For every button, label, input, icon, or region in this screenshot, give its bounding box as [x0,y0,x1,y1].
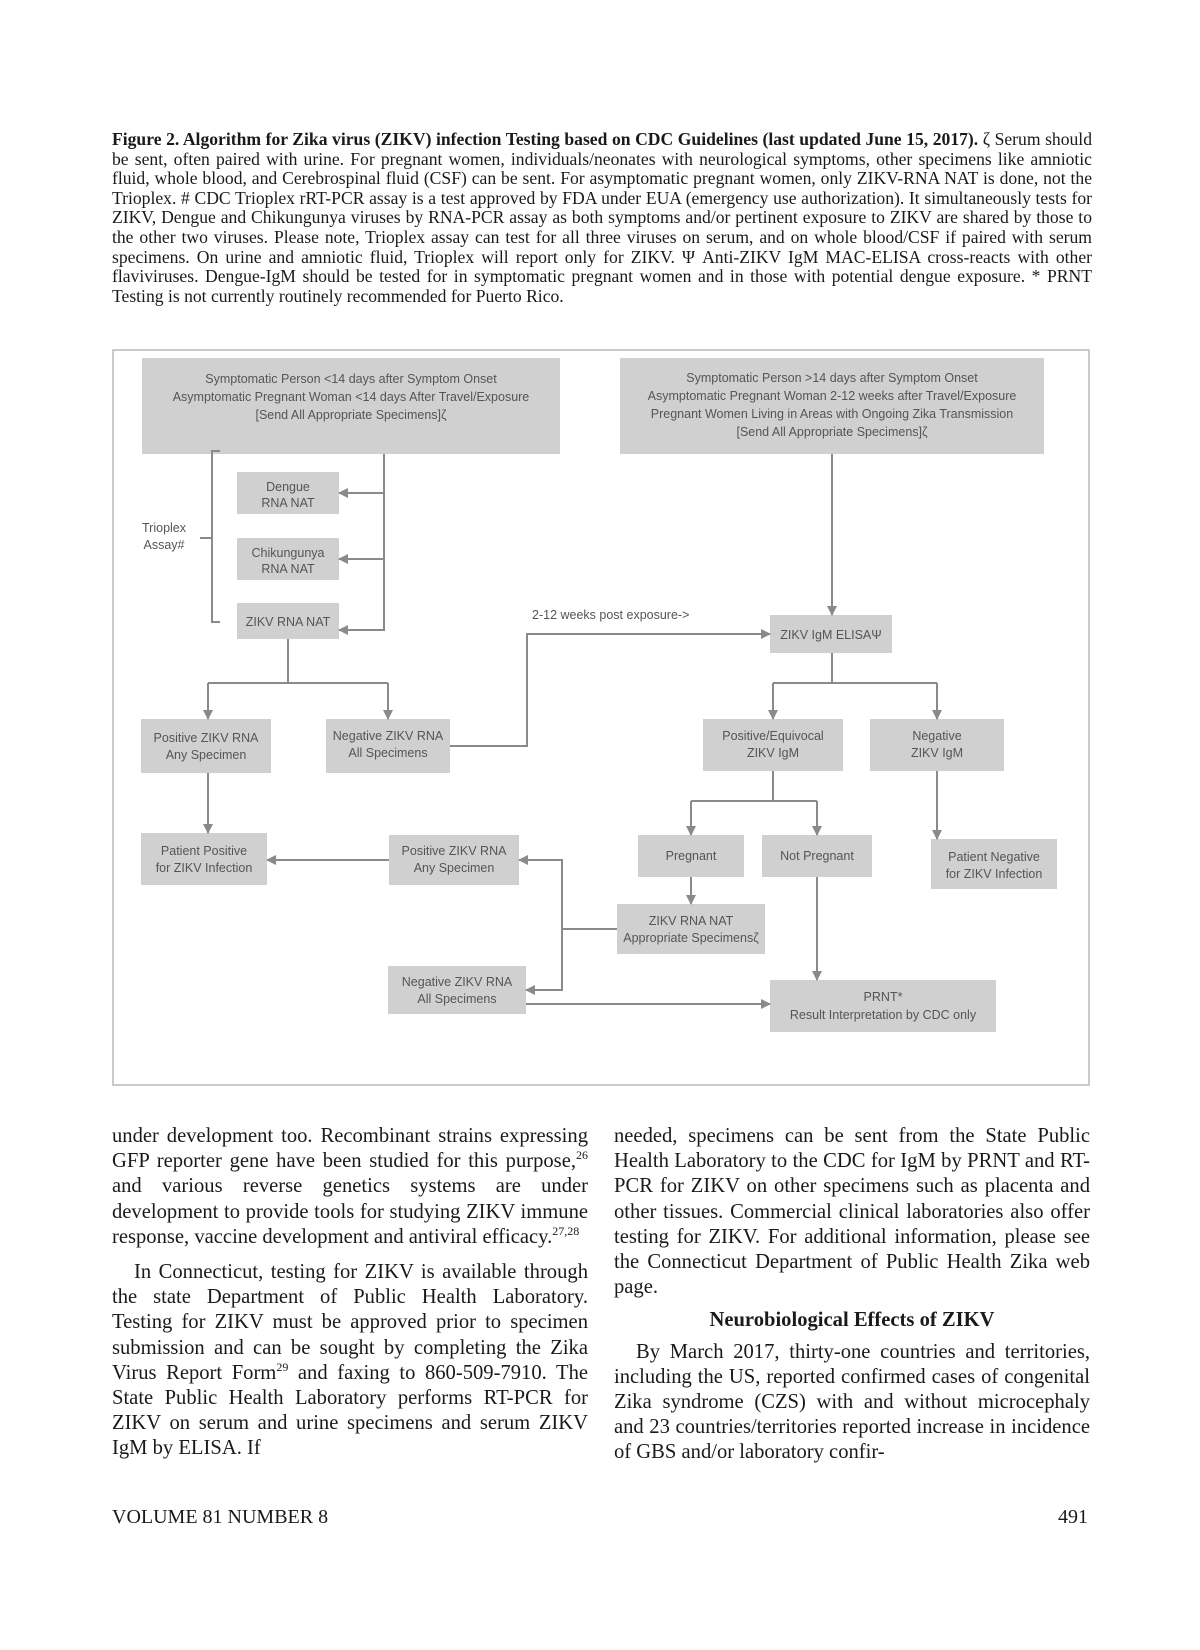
start-left-box [142,358,560,454]
not-pregnant-text: Not Pregnant [780,849,854,863]
section-heading: Neurobiological Effects of ZIKV [709,1309,995,1332]
nat2-box [617,904,765,954]
trioplex-line-1: Trioplex [142,521,187,535]
negative-igm-line-1: Negative [912,729,961,743]
trioplex-line-2: Assay# [144,538,185,552]
ref-26: 26 [576,1148,588,1163]
arrow-to-zikv-nat [338,454,385,635]
ref-29: 29 [276,1359,289,1374]
left-1-text-cont: and various reverse genetics systems are… [112,1175,588,1248]
pregnant-text: Pregnant [666,849,717,863]
left-column: under development too. Recombinant strai… [112,1124,588,1462]
paragraph-right-1: needed, specimens can be sent from the S… [614,1125,1090,1299]
prnt-line-1: PRNT* [864,990,903,1004]
negative-rna-box [326,719,450,773]
negative-rna2-box [388,966,526,1014]
start-left-line-3: [Send All Appropriate Specimens]ζ [255,408,447,422]
start-right-line-4: [Send All Appropriate Specimens]ζ [736,425,928,439]
start-left-line-1: Symptomatic Person <14 days after Sympto… [205,372,497,386]
zikv-nat-text: ZIKV RNA NAT [246,615,331,629]
patient-positive-line-2: for ZIKV Infection [156,861,253,875]
positive-igm-line-2: ZIKV IgM [747,746,799,760]
figure-border [112,349,1090,1086]
elisa-box [770,615,892,653]
positive-rna-box [141,719,271,773]
prnt-box [770,980,996,1032]
arrow-nat2-to-negative [525,929,563,995]
journal-volume: VOLUME 81 NUMBER 8 [112,1506,329,1528]
zikv-nat-box [237,603,339,639]
left-2-text-cont: and faxing to 860-509-7910. The State Pu… [112,1361,589,1460]
start-right-line-3: Pregnant Women Living in Areas with Ongo… [651,407,1013,421]
chikungunya-line-1: Chikungunya [252,546,325,560]
negative-rna-line-1: Negative ZIKV RNA [333,729,444,743]
positive-rna-line-2: Any Specimen [166,748,247,762]
paragraph-left-1: under development too. Recombinant strai… [112,1124,588,1250]
start-right-line-2: Asymptomatic Pregnant Woman 2-12 weeks a… [648,389,1017,403]
trioplex-bracket [211,450,220,623]
elisa-text: ZIKV IgM ELISAΨ [780,628,881,642]
start-right-line-1: Symptomatic Person >14 days after Sympto… [686,371,978,385]
patient-negative-box [931,839,1057,889]
negative-rna2-line-1: Negative ZIKV RNA [402,975,513,989]
negative-igm-box [870,719,1004,771]
figure-caption: Figure 2. Algorithm for Zika virus (ZIKV… [112,129,1092,306]
patient-negative-line-2: for ZIKV Infection [946,867,1043,881]
flowchart-svg: Symptomatic Person <14 days after Sympto… [112,349,1090,1086]
paragraph-right-2: By March 2017, thirty-one countries and … [614,1340,1090,1464]
dengue-line-2: RNA NAT [261,496,315,510]
chikungunya-line-2: RNA NAT [261,562,315,576]
negative-igm-line-2: ZIKV IgM [911,746,963,760]
paragraph-left-2: In Connecticut, testing for ZIKV is avai… [112,1260,588,1462]
arrow-nat2-to-positive [518,855,617,930]
positive-igm-box [703,719,843,771]
patient-positive-line-1: Patient Positive [161,844,247,858]
page-number: 491 [1058,1506,1088,1528]
negative-rna2-line-2: All Specimens [417,992,496,1006]
positive-rna2-box [389,835,519,885]
caption-title: Figure 2. Algorithm for Zika virus (ZIKV… [112,129,979,149]
patient-negative-line-1: Patient Negative [948,850,1040,864]
right-column: needed, specimens can be sent from the S… [614,1124,1090,1466]
ref-27-28: 27,28 [552,1223,580,1238]
nat2-line-2: Appropriate Specimensζ [623,931,759,945]
dengue-line-1: Dengue [266,480,310,494]
start-left-line-2: Asymptomatic Pregnant Woman <14 days Aft… [173,390,530,404]
caption-body: ζ Serum should be sent, often paired wit… [112,129,1092,306]
flowchart-figure: Symptomatic Person <14 days after Sympto… [112,349,1090,1086]
arrow-weeks-post-exposure [450,629,771,747]
dengue-box [237,472,339,514]
weeks-label: 2-12 weeks post exposure-> [532,608,689,622]
patient-positive-box [141,833,267,885]
prnt-line-2: Result Interpretation by CDC only [790,1008,977,1022]
positive-rna2-line-1: Positive ZIKV RNA [402,844,508,858]
pregnant-box [638,835,744,877]
start-right-box [620,358,1044,454]
positive-rna-line-1: Positive ZIKV RNA [154,731,260,745]
left-2-text: In Connecticut, testing for ZIKV is avai… [112,1261,588,1384]
not-pregnant-box [762,835,872,877]
negative-rna-line-2: All Specimens [348,746,427,760]
nat2-line-1: ZIKV RNA NAT [649,914,734,928]
positive-igm-line-1: Positive/Equivocal [722,729,823,743]
positive-rna2-line-2: Any Specimen [414,861,495,875]
left-1-text: under development too. Recombinant strai… [112,1125,588,1173]
chikungunya-box [237,538,339,580]
